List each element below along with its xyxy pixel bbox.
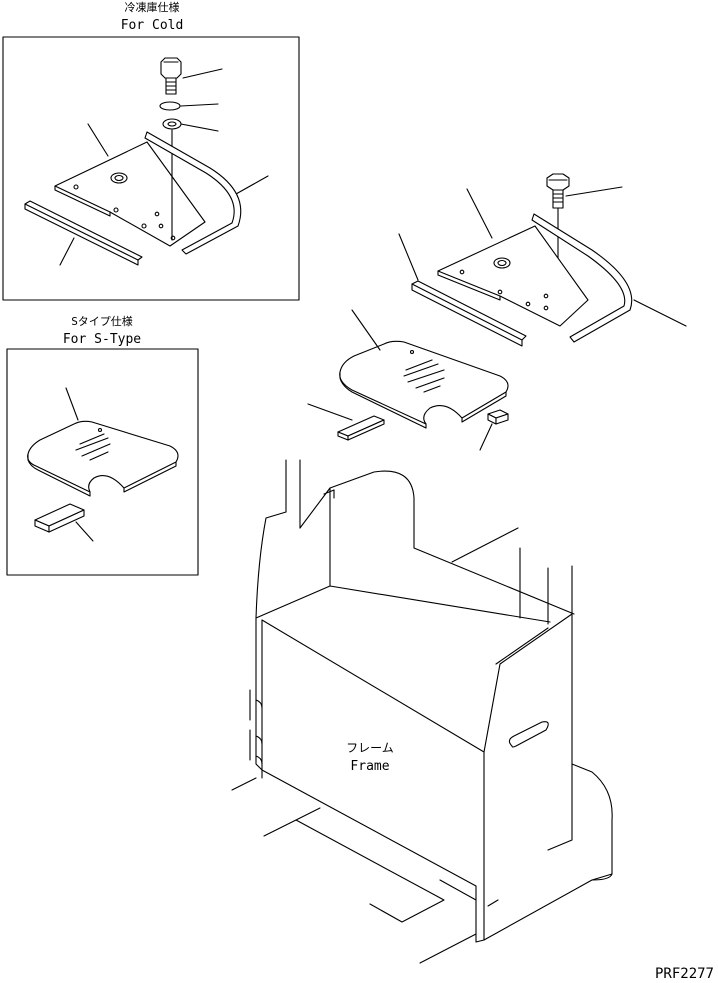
- stype-label-en: For S-Type: [63, 332, 141, 347]
- cover-plate: [54, 141, 206, 247]
- main-assembly: フレーム Frame: [231, 173, 687, 964]
- cold-label-jp: 冷凍庫仕様: [125, 0, 180, 14]
- curved-seal: [144, 131, 242, 255]
- main-cover-plate: [437, 225, 589, 327]
- lock-washer-icon: [159, 101, 181, 111]
- spacer-block: [34, 503, 85, 533]
- inset-stype: [6, 348, 199, 576]
- frame-label-jp: フレーム: [346, 741, 394, 755]
- cold-label-en: For Cold: [121, 18, 184, 33]
- main-spacer-block: [337, 415, 385, 441]
- main-straight-seal: [411, 280, 527, 347]
- inset-cold: [2, 36, 300, 301]
- inset-cold-frame: [2, 36, 300, 301]
- flat-washer-icon: [162, 118, 182, 130]
- bolt-icon: [160, 57, 182, 95]
- floor-mat: [27, 420, 179, 497]
- main-small-block: [487, 409, 509, 425]
- main-curved-seal: [531, 213, 633, 343]
- drawing-number: PRF2277: [655, 966, 714, 982]
- inset-stype-frame: [6, 348, 199, 576]
- straight-seal: [24, 200, 143, 266]
- frame-body: [231, 459, 613, 964]
- main-floor-mat: [339, 340, 509, 429]
- frame-label-en: Frame: [350, 759, 389, 774]
- stype-label-jp: Sタイプ仕様: [71, 314, 133, 328]
- main-bolt-icon: [546, 173, 570, 209]
